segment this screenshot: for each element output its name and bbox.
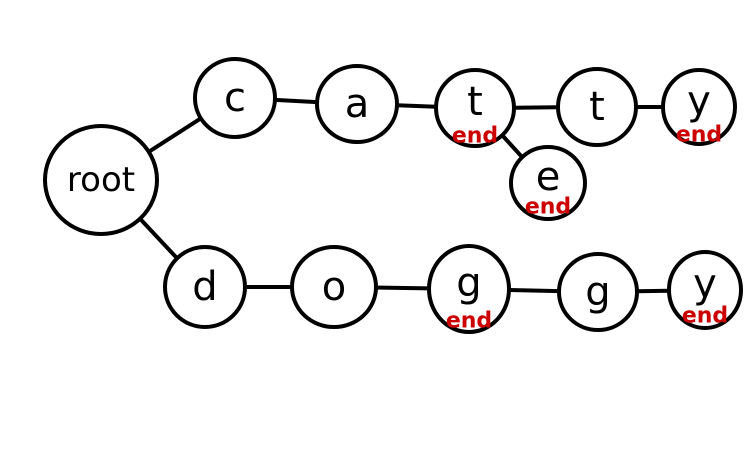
edge-t1-e	[500, 133, 525, 160]
node-circle	[193, 57, 277, 139]
node-circle	[163, 245, 247, 329]
edge-g2-y2	[634, 288, 672, 294]
node-circle	[434, 68, 516, 148]
trie-edges	[138, 97, 672, 294]
node-label: t	[467, 79, 483, 125]
end-marker-label: end	[446, 309, 492, 334]
node-c: c	[193, 57, 277, 139]
node-d: d	[163, 245, 247, 329]
node-circle	[315, 64, 399, 144]
node-label: e	[536, 154, 561, 200]
node-label: g	[456, 260, 481, 306]
node-label: root	[67, 160, 135, 200]
node-label: g	[585, 269, 610, 315]
node-root: root	[43, 124, 159, 236]
node-circle	[661, 68, 737, 146]
edge-root-c	[146, 116, 203, 154]
node-o: o	[290, 245, 378, 329]
edge-a-t1	[394, 103, 439, 109]
node-label: o	[322, 264, 346, 310]
node-circle	[509, 145, 587, 221]
end-marker-label: end	[525, 195, 571, 220]
edge-o-g1	[373, 285, 432, 291]
edge-g1-g2	[506, 287, 562, 294]
edge-c-a	[272, 97, 320, 105]
node-circle	[667, 250, 743, 330]
node-circle	[556, 67, 638, 147]
node-g1: g end	[427, 244, 511, 334]
node-label: c	[224, 75, 246, 121]
node-circle	[427, 244, 511, 334]
node-a: a	[315, 64, 399, 144]
node-label: y	[687, 78, 711, 124]
node-circle	[290, 245, 378, 329]
end-marker-label: end	[682, 304, 728, 329]
edge-root-d	[138, 216, 180, 261]
end-marker-label: end	[676, 123, 722, 148]
node-label: y	[693, 261, 717, 307]
node-circle	[557, 252, 639, 332]
node-g2: g	[557, 252, 639, 332]
node-circle	[43, 124, 159, 236]
node-label: d	[192, 264, 217, 310]
node-label: t	[589, 84, 605, 130]
end-marker-label: end	[452, 124, 498, 149]
node-label: a	[345, 81, 370, 127]
node-t2: t	[556, 67, 638, 147]
